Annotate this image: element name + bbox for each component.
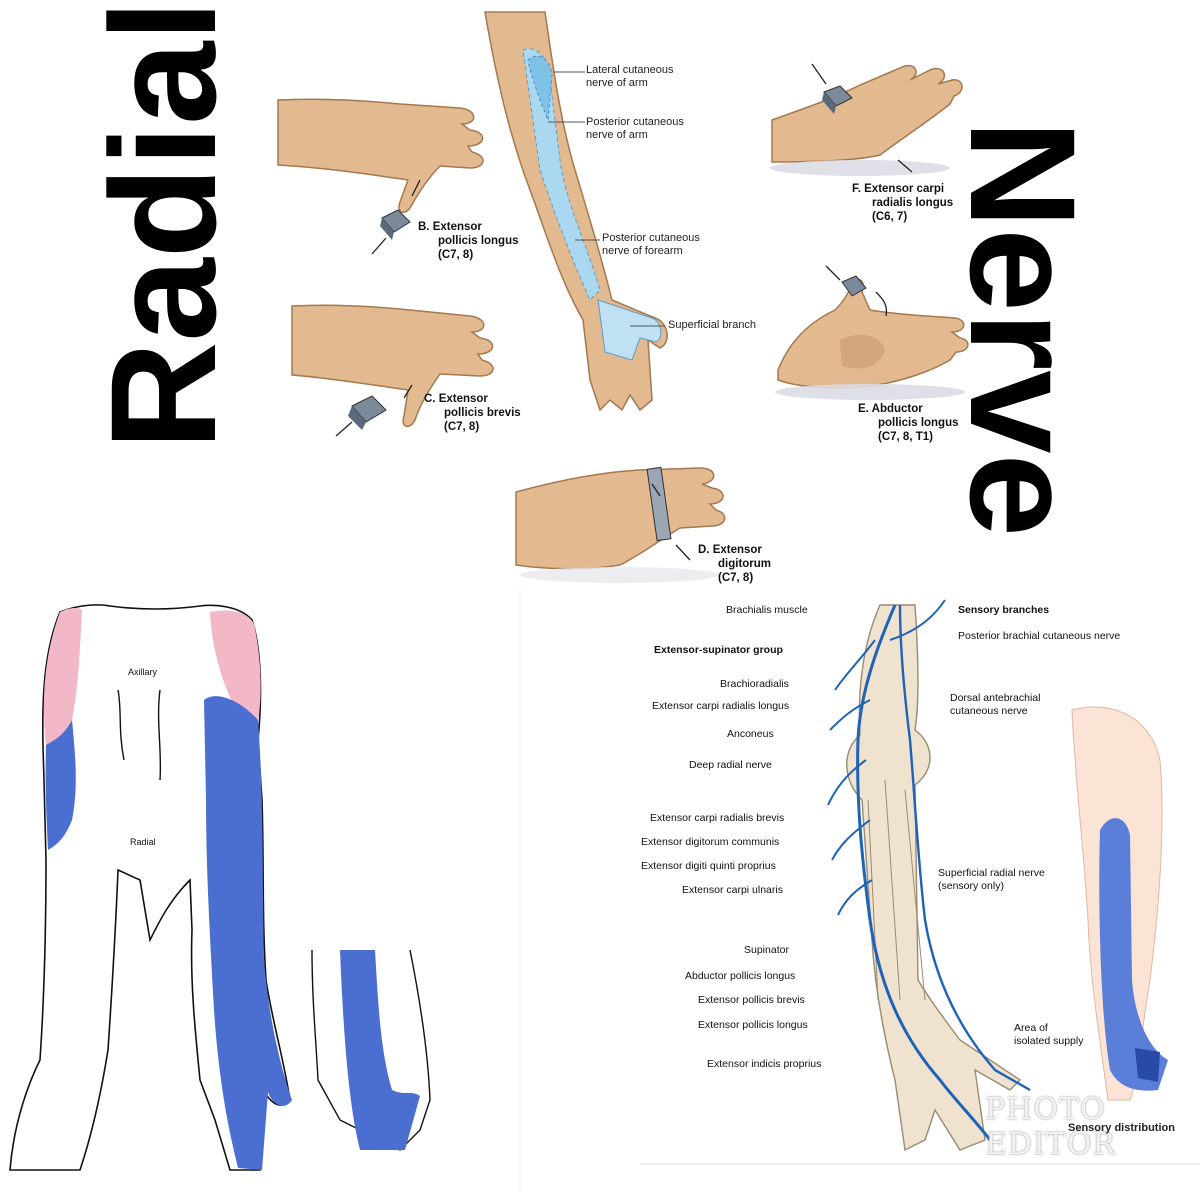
- muscle-ecu: Extensor carpi ulnaris: [682, 884, 783, 896]
- label-radial: Radial: [130, 837, 156, 847]
- muscle-ecrb: Extensor carpi radialis brevis: [650, 812, 785, 824]
- label-superficial-radial: Superficial radial nerve(sensory only): [938, 867, 1045, 892]
- label-posterior-brachial: Posterior brachial cutaneous nerve: [958, 630, 1121, 642]
- muscle-anconeus: Anconeus: [727, 728, 774, 740]
- muscle-edqp: Extensor digiti quinti proprius: [641, 860, 776, 872]
- label-superficial-branch: Superficial branch: [668, 319, 757, 331]
- watermark: PHOTO EDITOR: [985, 1092, 1116, 1162]
- anatomy-figure: [640, 599, 1200, 1165]
- label-extensor-supinator-group: Extensor-supinator group: [654, 644, 783, 656]
- title-radial: Radial: [79, 0, 247, 450]
- muscle-deep-radial: Deep radial nerve: [689, 759, 772, 771]
- muscle-eip: Extensor indicis proprius: [707, 1058, 822, 1070]
- title-nerve: Nerve: [939, 120, 1107, 537]
- muscle-supinator: Supinator: [744, 944, 789, 956]
- hand-test-f: [770, 63, 963, 176]
- hand-test-d: [515, 466, 726, 583]
- label-axillary: Axillary: [128, 667, 158, 677]
- posterior-arm-illustration: [484, 11, 668, 412]
- label-brachialis: Brachialis muscle: [726, 604, 808, 616]
- muscle-brachioradialis: Brachioradialis: [720, 678, 789, 690]
- muscle-edc: Extensor digitorum communis: [641, 836, 780, 848]
- label-sensory-distribution: Sensory distribution: [1068, 1122, 1175, 1134]
- muscle-ecrl: Extensor carpi radialis longus: [652, 700, 790, 712]
- hand-test-b: [277, 98, 484, 255]
- dermatome-figure: [9, 590, 521, 1190]
- hand-test-e: [775, 265, 969, 400]
- muscle-epb: Extensor pollicis brevis: [698, 994, 805, 1006]
- muscle-epl: Extensor pollicis longus: [698, 1019, 808, 1031]
- hand-test-c: [291, 304, 494, 437]
- label-sensory-branches: Sensory branches: [958, 604, 1050, 616]
- muscle-apl: Abductor pollicis longus: [685, 970, 796, 982]
